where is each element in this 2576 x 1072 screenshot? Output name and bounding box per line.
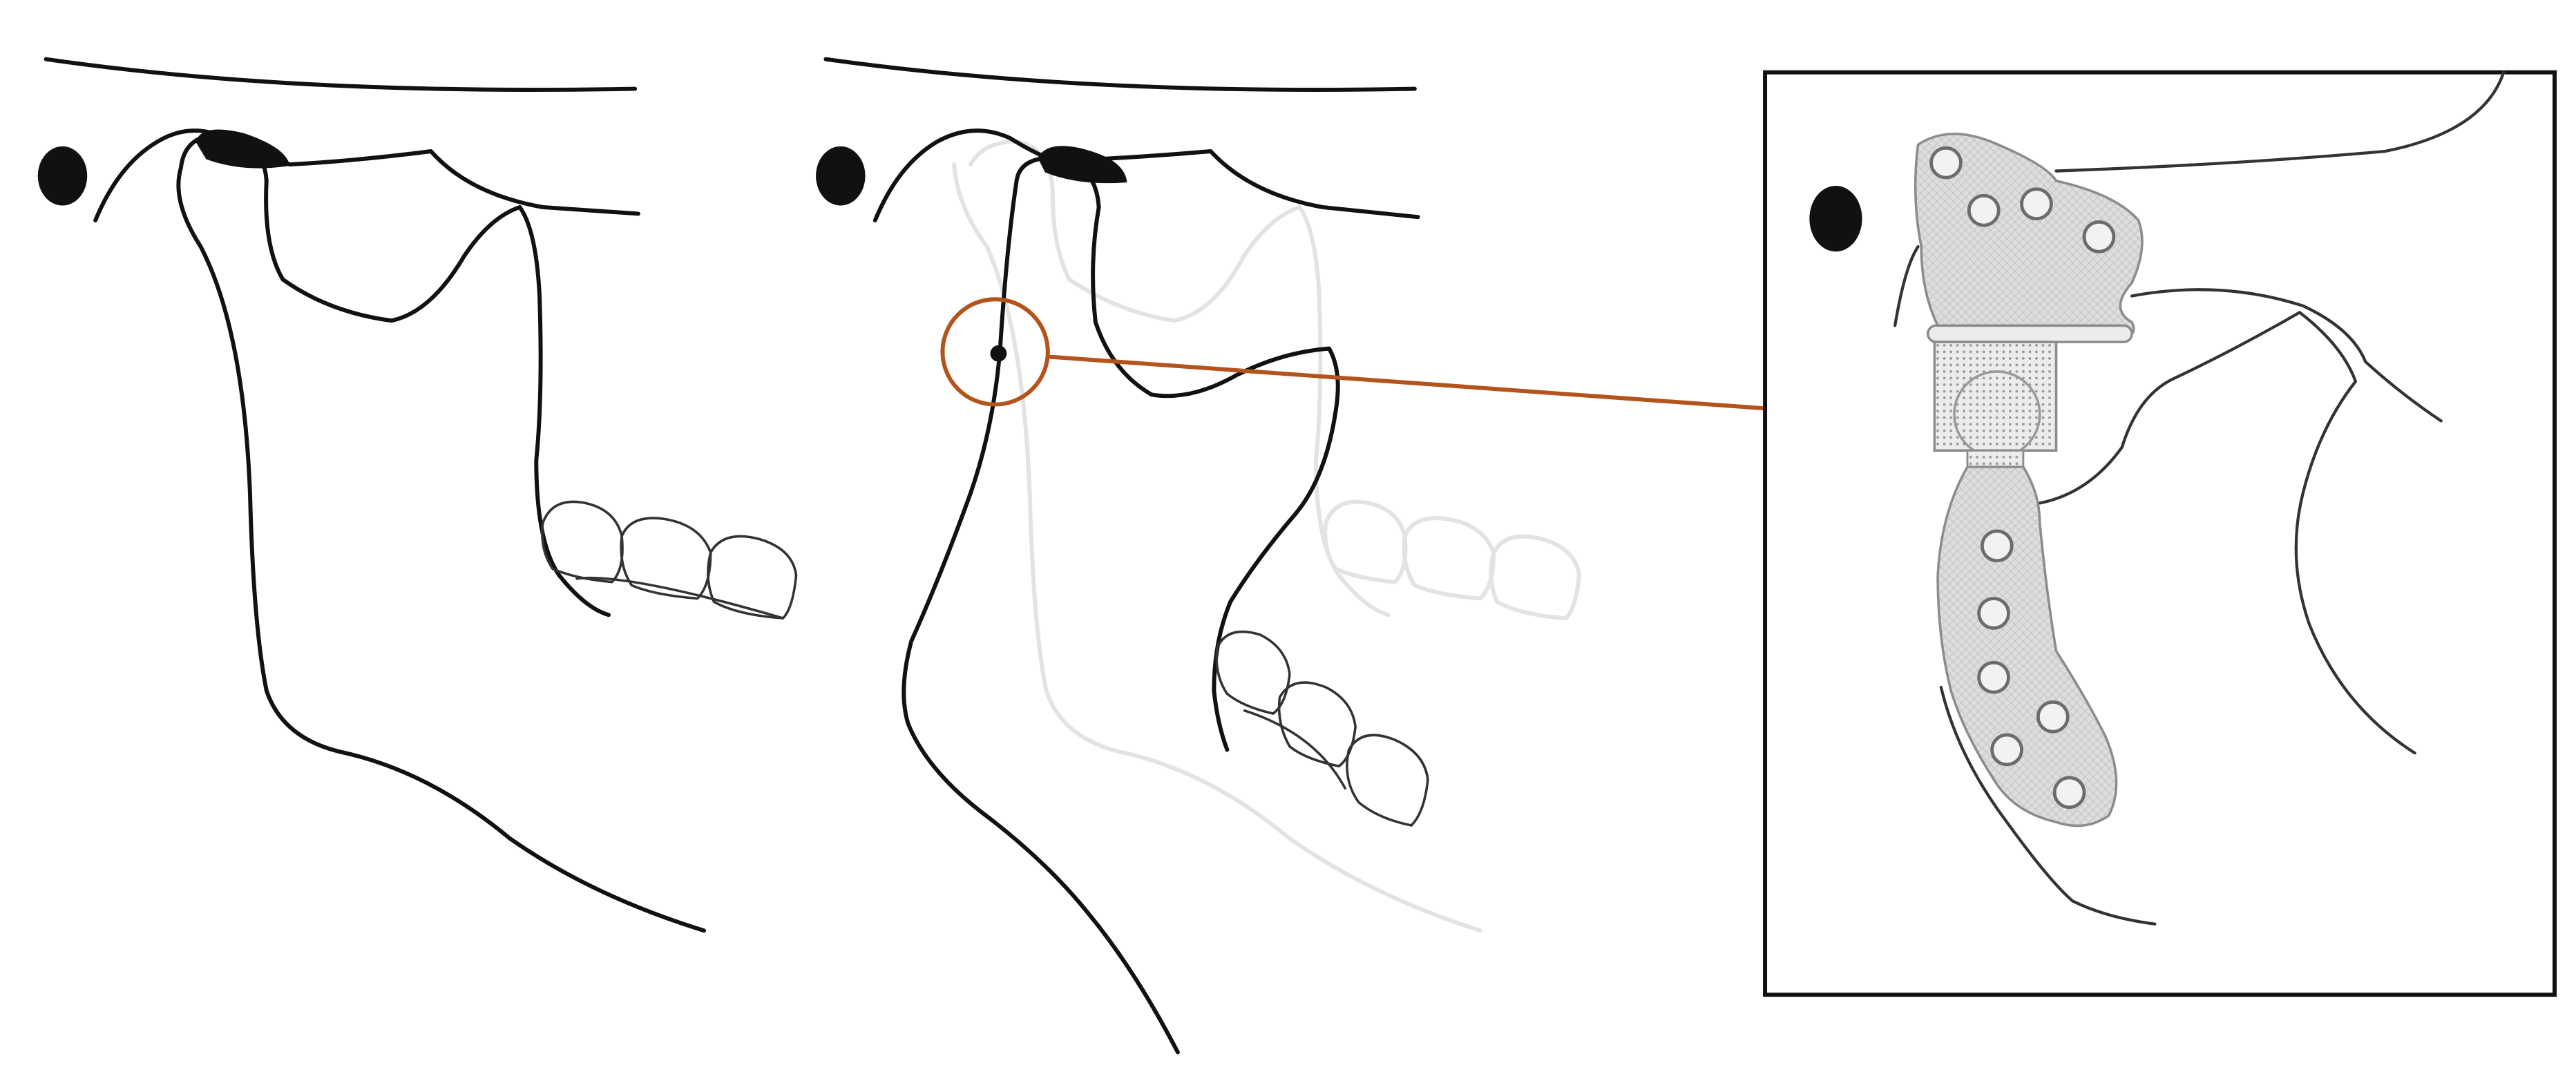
screw-hole-icon xyxy=(1967,193,2001,227)
screw-hole-icon xyxy=(1990,733,2023,767)
sigmoid-notch xyxy=(264,178,611,618)
screw-hole-icon xyxy=(2020,187,2053,220)
ear-landmark-icon xyxy=(1809,185,1862,252)
fossa-screw-holes xyxy=(1929,146,2116,253)
molar-teeth xyxy=(1215,630,1429,827)
screw-hole-icon xyxy=(2052,776,2086,810)
articular-disc xyxy=(195,129,290,169)
molar-root-line xyxy=(575,576,783,620)
sigmoid-notch xyxy=(1091,204,1340,752)
screw-hole-icon xyxy=(1980,529,2014,563)
condylar-neck xyxy=(1966,449,2025,468)
screw-hole-icon xyxy=(2036,700,2070,734)
molar-root-line xyxy=(1243,709,1347,790)
inset-frame xyxy=(1763,70,2557,997)
coronoid-contour-line xyxy=(2038,311,2416,755)
ghost-mandible xyxy=(952,139,1581,933)
molar-tooth xyxy=(541,500,624,584)
fossa-component-rim xyxy=(1927,324,2133,343)
panel-3-prosthesis-inset xyxy=(1763,70,2557,997)
ear-landmark-icon xyxy=(816,146,866,206)
screw-hole-icon xyxy=(1929,146,1963,180)
molar-tooth xyxy=(1215,630,1291,716)
condylar-head xyxy=(1014,155,1101,209)
molar-teeth xyxy=(541,500,798,620)
mandibular-screw-holes xyxy=(1977,529,2086,810)
panel-2-open-jaw xyxy=(816,57,1581,1055)
mandible-contour-line xyxy=(1939,685,2157,926)
condylar-head-component xyxy=(1933,341,2058,452)
skull-contour-line xyxy=(2054,70,2506,173)
articular-eminence-line xyxy=(2130,288,2443,423)
fossa-contour-line xyxy=(1893,245,1920,327)
molar-tooth xyxy=(1277,681,1357,768)
glenoid-fossa-outline xyxy=(93,128,640,222)
fossa-component-plate xyxy=(1914,133,2144,341)
mandible-ramus-outline xyxy=(176,165,707,933)
pivot-point-icon xyxy=(990,345,1007,362)
screw-hole-icon xyxy=(1977,597,2010,630)
articular-disc xyxy=(1038,146,1127,184)
mandibular-component-plate xyxy=(1936,466,2118,827)
rotation-axis-circle xyxy=(940,297,1050,407)
molar-tooth xyxy=(1346,734,1429,827)
screw-hole-icon xyxy=(1977,660,2010,694)
molar-tooth xyxy=(620,517,712,600)
skull-base-line xyxy=(823,57,1417,92)
condylar-head xyxy=(178,133,269,183)
panel-1-closed-jaw xyxy=(37,57,798,933)
skull-base-line xyxy=(44,57,638,92)
ear-landmark-icon xyxy=(37,146,88,206)
screw-hole-icon xyxy=(2082,220,2116,253)
molar-tooth xyxy=(707,535,798,620)
